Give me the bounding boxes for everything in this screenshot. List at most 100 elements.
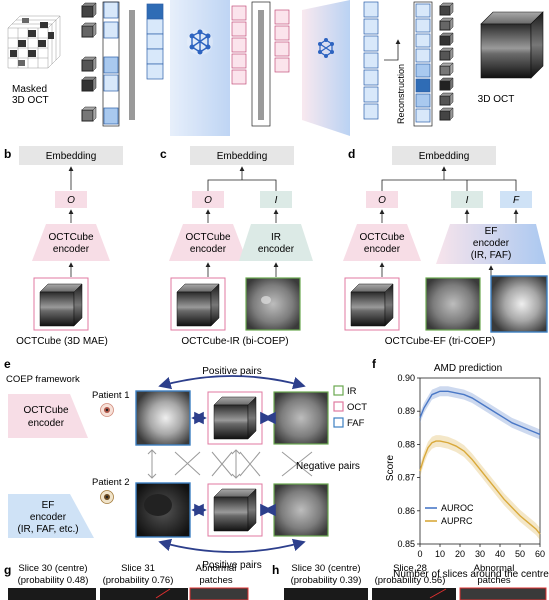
panel-h: h Slice 30 (centre) (probability 0.39) S… [272,563,547,600]
patient1-label: Patient 1 [92,390,130,401]
masked-label-2: 3D OCT [12,95,49,106]
svg-text:Slice 31: Slice 31 [121,563,155,574]
chart-xlabel: Number of slices around the centre [393,569,549,580]
svg-text:d: d [348,147,355,161]
token-column-1-frame [102,1,120,127]
token-column-1 [103,1,119,125]
output-patch-cubes [439,2,454,121]
svg-text:Embedding: Embedding [419,151,470,162]
svg-text:OCTCube: OCTCube [48,232,93,243]
positive-pairs-top: Positive pairs [202,366,261,377]
caption-b: OCTCube (3D MAE) [16,336,108,347]
series-band-auprc [420,435,540,541]
oct-cube-b [39,283,83,327]
faf-image-p1 [135,390,191,446]
panel-e: e COEP framework OCTCube encoder EF enco… [4,357,367,571]
ef-encoder-d [436,224,546,264]
network-icon [187,29,213,55]
svg-text:patches: patches [199,575,233,586]
faf-image-d [490,275,548,333]
svg-text:(IR, FAF, etc.): (IR, FAF, etc.) [17,524,78,535]
svg-text:IR: IR [271,232,281,243]
eye-icon-2 [100,490,114,504]
reconstruction-label: Reconstruction [396,64,406,124]
token-o-c [192,191,224,208]
positive-arc-top [158,375,306,390]
ef-encoder-e [8,494,94,538]
modality-legend: IR OCT FAF [333,385,367,429]
masked-label-1: Masked [12,84,47,95]
svg-text:I: I [275,195,278,206]
oct-label: 3D OCT [478,94,515,105]
y-tick-label: 0.90 [397,373,415,383]
input-patch-cubes [81,2,97,122]
svg-text:encoder: encoder [30,512,67,523]
svg-text:g: g [4,563,11,577]
network-icon-small [318,38,334,58]
svg-text:encoder: encoder [473,238,510,249]
reconstructed-tokens [415,3,431,123]
y-tick-label: 0.86 [397,506,415,516]
svg-text:(probability 0.76): (probability 0.76) [103,575,174,586]
y-tick-label: 0.87 [397,473,415,483]
svg-text:Slice 30 (centre): Slice 30 (centre) [291,563,360,574]
svg-text:encoder: encoder [364,244,401,255]
svg-text:(probability 0.56): (probability 0.56) [375,575,446,586]
masked-bar-1 [129,10,135,120]
x-tick-label: 40 [495,549,505,559]
octcube-encoder-b [32,224,110,261]
decoder-fan [302,0,350,136]
x-tick-label: 0 [417,549,422,559]
svg-text:f: f [372,357,377,371]
svg-text:c: c [160,147,167,161]
eye-icon-1 [100,403,114,417]
masked-cube-icon [7,15,61,69]
chart-title: AMD prediction [434,363,502,374]
x-tick-label: 60 [535,549,545,559]
svg-text:F: F [513,195,520,206]
legend-label-auroc: AUROC [441,503,474,513]
panel-b-letter: b [4,147,11,161]
svg-text:encoder: encoder [258,244,295,255]
x-tick-label: 50 [515,549,525,559]
svg-text:h: h [272,563,279,577]
svg-text:EF: EF [485,226,498,237]
oct-slice-g2 [100,588,188,600]
panel-a: Masked 3D OCT [7,0,544,136]
svg-text:O: O [67,195,75,206]
panel-g: g Slice 30 (centre) (probability 0.48) S… [4,563,249,600]
token-i-c [260,191,292,208]
negative-pair-arrows [147,449,313,479]
svg-text:O: O [204,195,212,206]
svg-text:OCTCube-IR (bi-COEP): OCTCube-IR (bi-COEP) [181,336,288,347]
series-line-auprc [419,440,541,535]
ir-image-d [425,277,481,331]
coep-framework-label: COEP framework [6,374,80,385]
svg-text:encoder: encoder [28,418,65,429]
ir-image-c [245,277,301,331]
oct-cube-p1 [213,396,257,440]
panel-d: d Embedding O I F OCTCube encoder EF enc… [343,146,548,347]
encoder-input-tokens [146,3,164,80]
ir-encoder-c [239,224,313,261]
svg-text:(IR, FAF): (IR, FAF) [471,250,512,261]
octcube-encoder-e [8,394,88,438]
chart-ylabel: Score [385,455,396,482]
legend-label-auprc: AUPRC [441,516,473,526]
latent-tokens [231,5,247,85]
embedding-box-c [190,146,294,165]
panel-c: c Embedding O I OCTCube encoder IR encod… [160,146,313,347]
oct-slice-g1 [8,588,96,600]
svg-text:Embedding: Embedding [217,151,268,162]
svg-text:Slice 30 (centre): Slice 30 (centre) [18,563,87,574]
ir-image-p2 [273,483,329,537]
svg-text:OCTCube: OCTCube [23,405,68,416]
svg-text:e: e [4,357,11,371]
svg-text:encoder: encoder [53,244,90,255]
embedding-label-b: Embedding [46,151,97,162]
masked-bar-2 [258,10,264,120]
series-band-auroc [420,386,540,440]
svg-text:OCTCube: OCTCube [359,232,404,243]
svg-text:Abnormal: Abnormal [474,563,515,574]
